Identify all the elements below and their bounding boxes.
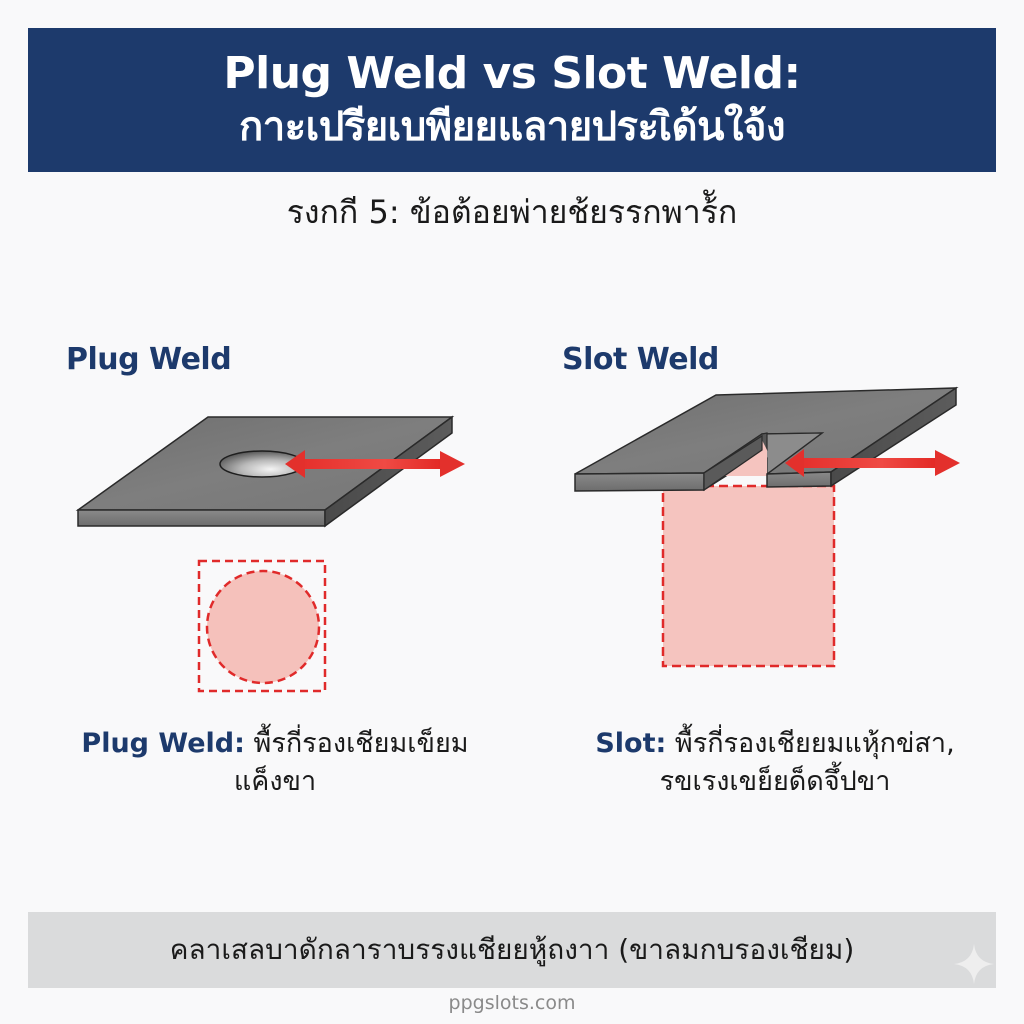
slot-caption-text: พื้รกี่รองเชียยมแหุ้กข่สา,	[674, 728, 955, 759]
page-title: Plug Weld vs Slot Weld:	[223, 48, 801, 99]
plug-weld-caption: Plug Weld: พื้รกี่รองเชียมเข็ยม แค็งขา	[60, 725, 490, 801]
footer-summary-text: คลาเสลบาดักลาราบรรงแชียยหู้ถงาา (ขาลมกบร…	[169, 933, 855, 966]
title-banner: Plug Weld vs Slot Weld: กาะเปรียเบพียยแล…	[28, 28, 996, 172]
dashed-rectangle-weld-area-icon	[661, 484, 836, 668]
double-arrow-icon	[785, 449, 960, 477]
slot-weld-caption: Slot: พื้รกี่รองเชียยมแหุ้กข่สา, รขเรงเข…	[560, 725, 990, 801]
sparkle-icon	[954, 944, 994, 984]
slot-caption-text-line2: รขเรงเขย็ยด็ดจึ้ปขา	[659, 766, 891, 797]
plug-caption-text: พื้รกี่รองเชียมเข็ยม	[253, 728, 469, 759]
slotted-steel-plate-icon	[574, 386, 959, 492]
plug-caption-text-line2: แค็งขา	[233, 766, 317, 797]
slot-weld-heading: Slot Weld	[562, 342, 719, 377]
round-hole-icon	[219, 450, 305, 478]
dashed-circle-weld-area-icon	[197, 559, 327, 693]
steel-plate-icon	[75, 415, 455, 528]
plug-weld-heading: Plug Weld	[66, 342, 232, 377]
double-arrow-icon	[285, 450, 465, 478]
slot-caption-label: Slot:	[595, 728, 667, 759]
footer-summary-bar: คลาเสลบาดักลาราบรรงแชียยหู้ถงาา (ขาลมกบร…	[28, 912, 996, 988]
plug-caption-label: Plug Weld:	[81, 728, 245, 759]
watermark: ppgslots.com	[448, 992, 576, 1014]
subtitle: รงกกี 5: ข้อต้อยพ่ายช้ยรรกพาร้ัก	[286, 193, 738, 231]
page-title-thai: กาะเปรียเบพียยแลายประเิด้นใจ้ง	[239, 104, 786, 150]
